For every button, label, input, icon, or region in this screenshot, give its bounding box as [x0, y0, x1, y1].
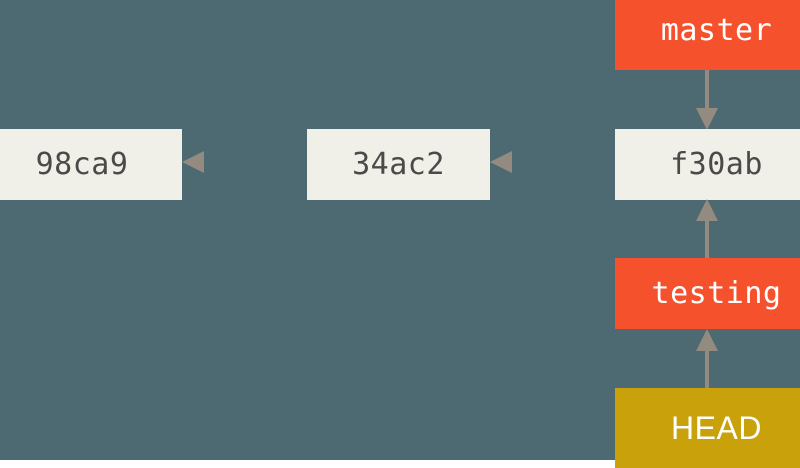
- arrow-shaft: [705, 351, 709, 389]
- arrow-shaft: [705, 70, 709, 108]
- commit-label-34ac2: 34ac2: [352, 146, 445, 182]
- arrowhead-left-icon: [182, 151, 204, 173]
- branch-label-testing[interactable]: testing: [615, 258, 800, 329]
- head-pointer-text: HEAD: [671, 410, 762, 446]
- arrow-shaft: [705, 221, 709, 259]
- commit-node-98ca9[interactable]: 98ca9: [0, 129, 182, 200]
- arrowhead-up-icon: [696, 199, 718, 221]
- branch-label-testing-text: testing: [651, 275, 782, 311]
- branch-label-master-text: master: [660, 13, 773, 48]
- commit-node-34ac2[interactable]: 34ac2: [307, 129, 490, 200]
- branch-label-master[interactable]: master: [615, 0, 800, 70]
- arrow-master-to-f30ab: [695, 70, 719, 130]
- commit-node-f30ab[interactable]: f30ab: [615, 129, 800, 200]
- commit-label-f30ab: f30ab: [670, 146, 763, 182]
- commit-label-98ca9: 98ca9: [35, 146, 129, 182]
- arrow-head-to-testing: [695, 329, 719, 389]
- arrow-34ac2-to-98ca9: [182, 150, 308, 174]
- arrowhead-up-icon: [696, 329, 718, 351]
- arrow-testing-to-f30ab: [695, 199, 719, 259]
- arrowhead-left-icon: [490, 151, 512, 173]
- arrow-f30ab-to-34ac2: [490, 150, 616, 174]
- arrowhead-down-icon: [696, 108, 718, 130]
- head-pointer[interactable]: HEAD: [615, 388, 800, 468]
